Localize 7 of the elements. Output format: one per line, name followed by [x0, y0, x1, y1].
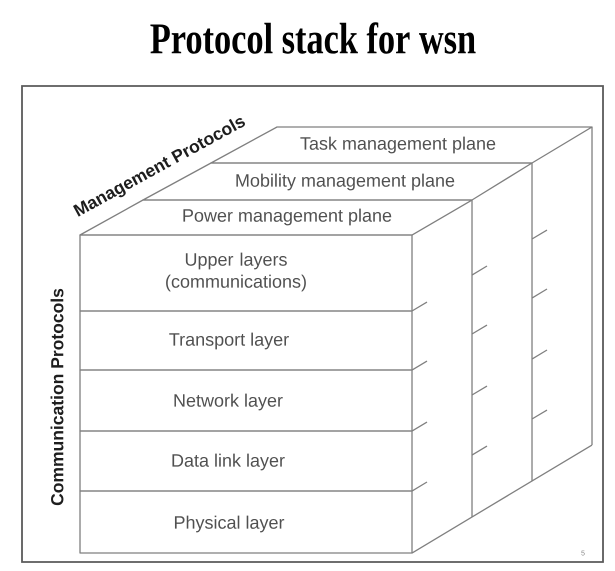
layer-box: Upper layers (communications) — [79, 234, 413, 312]
layer-box: Physical layer — [79, 490, 413, 554]
layer-box: Data link layer — [79, 430, 413, 492]
title: Protocol stack for wsn — [150, 22, 476, 54]
side-label: Communication Protocols — [50, 288, 64, 506]
layer-box: Transport layer — [79, 310, 413, 371]
layer-box: Network layer — [79, 369, 413, 432]
